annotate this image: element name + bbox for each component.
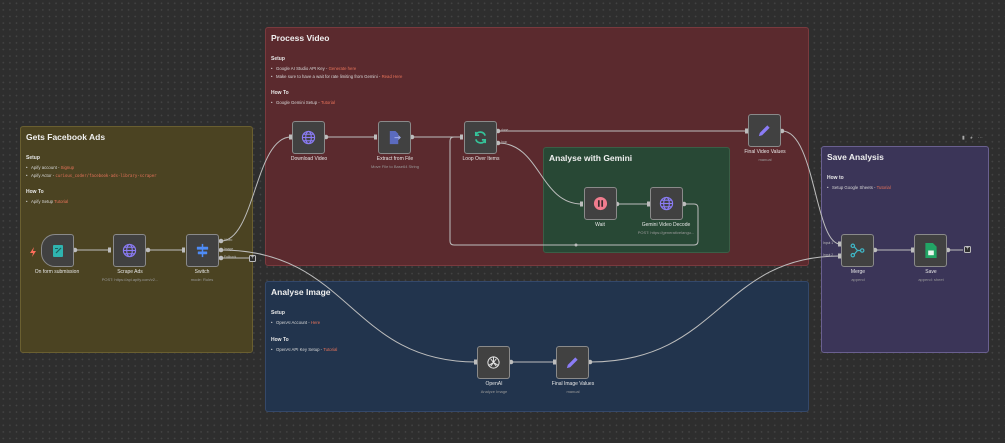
openai-icon — [486, 355, 502, 371]
node-label: Final Video Values — [744, 149, 786, 155]
node-label: OpenAI — [485, 381, 503, 387]
node-label: On form submission — [34, 269, 80, 275]
node-subtitle: manual — [758, 157, 772, 162]
node-label: Save — [925, 269, 937, 275]
tutorial-link[interactable]: Tutorial — [323, 346, 338, 352]
add-node-button[interactable]: + — [249, 255, 256, 262]
node-merge[interactable] — [841, 234, 874, 267]
howto-heading: How To — [271, 90, 289, 96]
howto-heading: How To — [26, 189, 44, 195]
output-label-fallback: Fallback — [224, 255, 237, 259]
signup-link[interactable]: Signup — [60, 165, 75, 170]
form-icon — [50, 243, 66, 259]
generate-here-link[interactable]: Generate here — [328, 66, 357, 71]
sticky-title: Save Analysis — [827, 152, 884, 162]
node-scrape-ads[interactable] — [113, 234, 146, 267]
node-subtitle: Move File to Base64 String — [370, 164, 420, 169]
setup-heading: Setup — [26, 155, 40, 161]
sticky-toolbar: ▮ ◕ ⋯ — [962, 135, 983, 141]
output-label-video: Video — [224, 238, 233, 242]
trash-icon[interactable]: ▮ — [962, 135, 965, 141]
sticky-note-analyse-image[interactable]: Analyse Image Setup OpenAI Account - Her… — [265, 281, 809, 412]
node-label: Download Video — [290, 156, 328, 162]
setup-heading: Setup — [271, 310, 285, 316]
node-openai[interactable] — [477, 346, 510, 379]
node-subtitle: POST: https://generativelangu... — [637, 230, 695, 235]
node-subtitle: POST: https://api.apify.com/v2... — [101, 277, 159, 282]
node-save[interactable] — [914, 234, 947, 267]
howto-item: Google Gemini Setup - Tutorial — [271, 99, 803, 107]
node-label: Extract from File — [376, 156, 414, 162]
sticky-title: Gets Facebook Ads — [26, 132, 106, 142]
pencil-icon — [757, 123, 773, 139]
node-label: Merge — [850, 269, 866, 275]
setup-item: Make sure to have a wait for rate limiti… — [271, 73, 803, 81]
setup-item: Google AI Studio API Key - Generate here — [271, 65, 803, 73]
sticky-note-analyse-with-gemini[interactable]: Analyse with Gemini — [543, 147, 730, 253]
node-subtitle: mode: Rules — [190, 277, 214, 282]
output-label-loop: loop — [501, 140, 508, 144]
node-final-video-values[interactable] — [748, 114, 781, 147]
input-label-1: Input 1 — [823, 241, 834, 245]
setup-item: Apify Actor - curious_coder/facebook-ads… — [26, 172, 247, 180]
node-subtitle: append — [851, 277, 865, 282]
more-icon[interactable]: ⋯ — [977, 135, 983, 141]
pencil-icon — [565, 355, 581, 371]
node-label: Gemini Video Decode — [641, 222, 691, 228]
node-wait[interactable] — [584, 187, 617, 220]
output-label-done: done — [501, 128, 509, 132]
node-final-image-values[interactable] — [556, 346, 589, 379]
tutorial-link[interactable]: Tutorial — [320, 100, 335, 105]
add-node-button[interactable]: + — [964, 246, 971, 253]
node-gemini-video-decode[interactable] — [650, 187, 683, 220]
globe-icon — [301, 130, 317, 146]
tutorial-link[interactable]: Tutorial — [54, 199, 69, 204]
node-label: Scrape Ads — [117, 269, 143, 275]
node-subtitle: Analyze Image — [480, 389, 508, 394]
node-subtitle: manual — [566, 389, 580, 394]
howto-item: Apify Setup Tutorial — [26, 198, 247, 206]
read-here-link[interactable]: Read Here — [381, 73, 403, 79]
node-download-video[interactable] — [292, 121, 325, 154]
google-sheets-icon — [923, 243, 939, 259]
file-export-icon — [387, 130, 403, 146]
sticky-title: Analyse Image — [271, 287, 331, 297]
node-label: Wait — [595, 222, 605, 228]
node-loop-over-items[interactable] — [464, 121, 497, 154]
node-subtitle: append: sheet — [918, 277, 944, 282]
trigger-bolt-icon — [30, 244, 36, 257]
sticky-title: Analyse with Gemini — [549, 153, 633, 163]
node-switch[interactable] — [186, 234, 219, 267]
setup-item: OpenAI Account - Here — [271, 319, 803, 327]
setup-heading: Setup — [271, 56, 285, 62]
switch-icon — [195, 243, 211, 259]
node-label: Switch — [194, 269, 210, 275]
here-link[interactable]: Here — [310, 320, 321, 325]
input-label-2: Input 2 — [823, 253, 834, 257]
globe-icon — [122, 243, 138, 259]
tutorial-link[interactable]: Tutorial — [876, 185, 891, 190]
howto-heading: How To — [271, 336, 289, 343]
howto-item: OpenAI API Key Setup - Tutorial — [271, 346, 803, 354]
color-icon[interactable]: ◕ — [969, 135, 973, 141]
node-label: Final Image Values — [551, 381, 595, 387]
setup-item: Apify account - Signup — [26, 164, 247, 172]
globe-icon — [659, 196, 675, 212]
howto-heading: How to — [827, 175, 844, 181]
node-label: Loop Over Items — [462, 156, 500, 162]
actor-code: curious_coder/facebook-ads-library-scrap… — [55, 172, 157, 178]
output-label-image: Image — [224, 247, 234, 251]
node-extract-from-file[interactable] — [378, 121, 411, 154]
pause-icon — [593, 196, 609, 212]
merge-icon — [850, 243, 866, 259]
howto-item: Setup Google Sheets - Tutorial — [827, 184, 983, 192]
node-on-form-submission[interactable] — [41, 234, 74, 267]
loop-icon — [473, 130, 489, 146]
sticky-title: Process Video — [271, 33, 330, 43]
